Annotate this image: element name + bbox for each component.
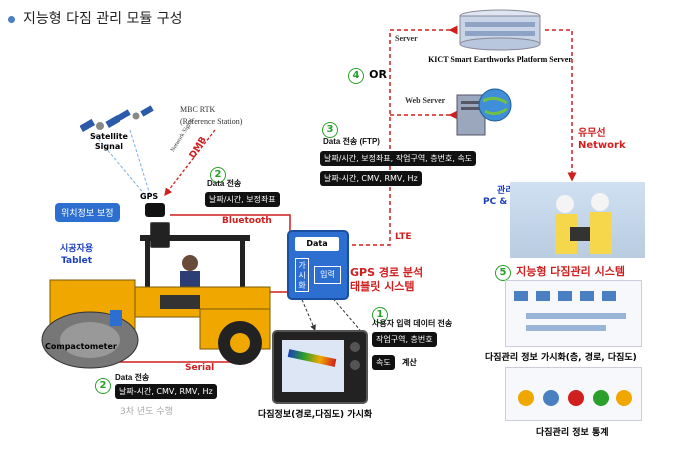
network-label: 유무선 Network [578, 128, 626, 151]
server-rack-icon [455, 8, 545, 52]
viz-screen [282, 340, 344, 392]
compactometer-label: Compactometer [45, 342, 117, 351]
data-device: Data 가시화 입력 [287, 230, 349, 300]
step3-box1: 날짜/시간, 보정좌표, 작업구역, 층번호, 속도 [320, 151, 477, 166]
step2a-box: 날짜/시간, 보정좌표 [205, 192, 280, 207]
platform-label: KICT Smart Earthworks Platform Server [428, 55, 572, 64]
satellite-signal-label: Satellite Signal [90, 132, 128, 151]
satellite-icon-2 [117, 104, 154, 134]
step3-box2: 날짜-시간, CMV, RMV, Hz [320, 171, 422, 186]
stats-caption: 다짐관리 정보 통계 [536, 428, 609, 438]
gps-receiver-icon [145, 203, 165, 217]
bullet-icon [8, 15, 15, 23]
gps-analysis-title: GPS 경로 분석 태블릿 시스템 [350, 266, 424, 293]
roller-compactor-illustration [40, 225, 285, 374]
step2b-box: 날짜-시간, CMV, RMV, Hz [115, 384, 217, 399]
calc-label: 계산 [402, 358, 417, 367]
web-server-icon [455, 85, 515, 140]
step4: 4 OR [348, 63, 387, 84]
server-label: Server [395, 34, 418, 43]
mbc-rtk-label: MBC RTK (Reference Station) [180, 105, 243, 126]
year3-label: 3차 년도 수행 [120, 407, 173, 417]
step2a-head: Data 전송 [207, 179, 242, 188]
lte-label: LTE [395, 232, 412, 242]
satellite-icon [79, 112, 122, 146]
viz-caption: 다짐정보(경로,다짐도) 가시화 [258, 410, 373, 420]
step3-badge: 3 [322, 117, 338, 138]
viz-info-caption: 다짐관리 정보 가시화(층, 경로, 다짐도) [485, 353, 637, 363]
web-server-label: Web Server [405, 96, 446, 105]
page-title: 지능형 다짐 관리 모듈 구성 [8, 8, 182, 28]
stats-thumbnail [505, 367, 642, 421]
step2a-badge: 2 [210, 162, 226, 183]
data-block: Data [295, 237, 339, 251]
step3-head: Data 전송 (FTP) [323, 137, 380, 146]
step1-box1: 작업구역, 층번호 [372, 332, 437, 347]
gps-label: GPS [140, 192, 159, 201]
step2b-badge: 2 [95, 373, 111, 394]
link-lte [345, 210, 391, 246]
link-server-right [545, 29, 577, 182]
step1-badge: 1 [372, 302, 388, 323]
admin-photo [510, 182, 645, 258]
serial-label: Serial [185, 363, 215, 373]
step5: 5 지능형 다짐관리 시스템 [495, 260, 625, 281]
step1-head: 사용자 입력 데이터 전송 [372, 319, 453, 328]
tablet-label: 시공자용 Tablet [60, 244, 94, 266]
bluetooth-label: Bluetooth [222, 216, 272, 226]
position-correction-badge: 위치정보 보정 [55, 203, 120, 222]
link-server-left [389, 25, 458, 210]
viz-thumbnail [505, 280, 642, 347]
input-block: 입력 [314, 266, 341, 284]
viz-terminal [272, 330, 368, 404]
step2b-head: Data 전송 [115, 373, 150, 382]
step1-box2: 속도 [372, 355, 395, 370]
vis-block: 가시화 [295, 258, 309, 292]
